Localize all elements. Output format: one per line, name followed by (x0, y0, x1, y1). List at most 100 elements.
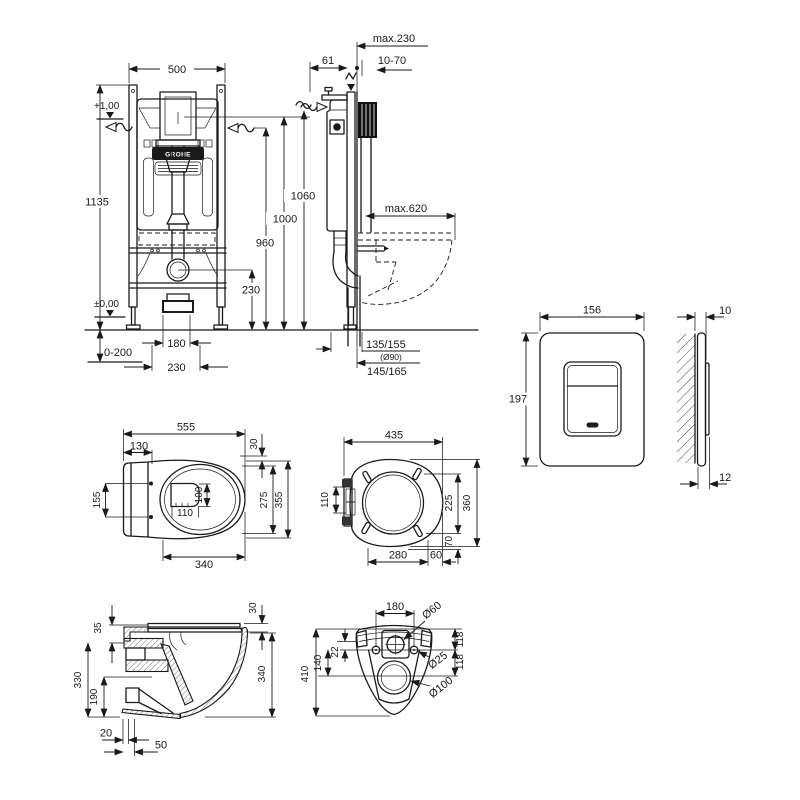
dim-plate-thickness-top: 10 (719, 305, 731, 317)
seat-bumper (362, 470, 372, 484)
dim-outlet-b: 145/165 (367, 366, 407, 378)
fixing-hole (149, 515, 153, 519)
dim-height-1060: 1060 (291, 191, 315, 203)
dashed-service-zone (138, 232, 216, 246)
dim-frame-height: 1135 (85, 197, 109, 209)
dim-wall-range: 10-70 (378, 55, 406, 67)
drain-hole (376, 660, 412, 695)
dashed-bowl-outline (358, 232, 453, 305)
cistern (136, 98, 219, 231)
dim-plate-height: 197 (509, 394, 527, 406)
water-surface (170, 482, 200, 508)
fixing-hole (149, 481, 153, 486)
dim-outlet-a: 135/155 (366, 339, 406, 351)
dim-seat-b: 60 (430, 550, 442, 562)
wall-hatch (677, 334, 695, 463)
dim-offset-30: 30 (249, 438, 260, 450)
button-indicator (586, 422, 599, 428)
wall-bracket (321, 94, 348, 101)
dim-bowl-rear: 130 (130, 441, 148, 453)
water-supply-arrow-right (226, 122, 239, 134)
actuation-arrow (347, 84, 355, 91)
dim-section-b: 30 (248, 602, 259, 614)
dim-section-h2: 190 (89, 688, 100, 705)
dim-frame-width: 500 (168, 64, 186, 76)
dim-top-offset: 61 (322, 55, 334, 67)
dim-height-1000: 1000 (273, 214, 297, 226)
seat-top-view: 435 110 280 60 225 70 360 (320, 430, 481, 566)
flush-plate-front-view: 156 197 (504, 305, 645, 467)
flush-plate (539, 332, 645, 467)
water-supply-arrow-side (316, 101, 329, 113)
dim-rear-e: 22 (330, 646, 341, 658)
seat-bumper (412, 467, 422, 481)
inner-rear-wall (160, 643, 194, 706)
button-profile (704, 362, 710, 436)
dim-bowl-length: 555 (177, 422, 195, 434)
dim-outlet-dia: (Ø90) (380, 352, 402, 362)
dim-d25: Ø25 (426, 650, 450, 672)
dim-plate-width: 156 (583, 305, 601, 317)
grohe-logo-text: GROHE (165, 152, 191, 159)
level-marker-top (106, 112, 114, 119)
level-label-floor: ±0,00 (94, 299, 119, 310)
plate-profile (696, 332, 707, 467)
dim-drain-height: 230 (242, 285, 260, 297)
dim-foot-adjust: 0-200 (104, 347, 132, 359)
dim-section-h1: 330 (73, 671, 84, 688)
fixing-hole-left (371, 645, 381, 655)
dim-d100: Ø100 (427, 675, 456, 701)
dim-rear-height: 410 (300, 665, 311, 682)
dim-seat-hinge: 110 (320, 492, 331, 508)
dim-seat-a: 280 (389, 550, 407, 562)
dim-inner-width: 110 (177, 508, 193, 519)
bowl-outline-top (122, 459, 246, 540)
bowl-bottom (121, 708, 181, 720)
dim-seat-w3: 360 (462, 494, 473, 511)
dim-rear-holes: 180 (386, 601, 404, 613)
dim-outlet-width: 180 (167, 338, 185, 350)
water-supply-arrow-left (104, 121, 117, 133)
bowl-top-view: 555 130 155 110 100 340 275 355 30 (92, 422, 292, 571)
seat-opening (361, 471, 425, 535)
dim-outlet-width2: 230 (167, 362, 185, 374)
wall-sleeve (358, 102, 377, 138)
frame-front-view: GROHE +1,00 ±0,00 (78, 62, 479, 374)
fixing-hole-right (409, 645, 419, 655)
dim-section-a: 35 (93, 622, 104, 634)
frame-side-view: 61 max.230 10-70 max.620 135/155 (Ø90) 1… (300, 33, 456, 378)
dim-seat-w2: 70 (444, 536, 455, 548)
level-label-top: +1,00 (94, 101, 120, 112)
bowl-rear-outline (355, 624, 433, 716)
cistern-side-profile (326, 99, 348, 232)
frame-rail-left (128, 84, 138, 308)
dim-height-960: 960 (256, 238, 274, 250)
dim-width-full: 355 (274, 491, 285, 508)
dim-section-c: 20 (100, 728, 112, 740)
seat-section (147, 627, 243, 633)
seat-outline (349, 458, 444, 548)
dim-fixing-holes: 155 (92, 491, 103, 508)
level-marker-floor (106, 310, 114, 317)
dim-inner-length: 100 (194, 486, 205, 503)
flush-plate-side-view: 10 12 (677, 305, 731, 489)
bowl-front-wall (179, 626, 249, 719)
lid-section (147, 622, 241, 628)
flush-button-outer (563, 361, 622, 437)
dim-rear-f: 140 (313, 654, 324, 671)
flush-bend (332, 251, 359, 289)
dim-rear-g2: 118 (455, 654, 466, 670)
dim-section-h3: 340 (257, 665, 268, 682)
dim-max-depth: max.230 (373, 33, 415, 45)
bowl-rear-view: 180 Ø60 22 140 410 118 118 Ø25 Ø100 (300, 600, 466, 717)
dim-rim-length: 340 (195, 559, 213, 571)
seat-bumper (413, 524, 423, 538)
dim-section-d: 50 (155, 740, 167, 752)
dim-max-bowl: max.620 (385, 203, 427, 215)
dim-seat-w1: 225 (444, 494, 455, 511)
dim-plate-thickness-bottom: 12 (719, 472, 731, 484)
bowl-rim (159, 463, 241, 536)
grohe-logo-plate (152, 147, 204, 160)
fill-valve (329, 119, 345, 135)
